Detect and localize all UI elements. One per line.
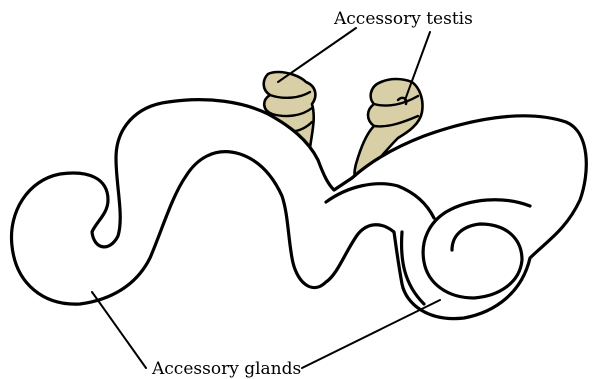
glands-leader-left (92, 292, 146, 368)
accessory-glands-label: Accessory glands (151, 359, 301, 379)
accessory-testis-label: Accessory testis (333, 9, 473, 29)
testis-leader-left (278, 28, 356, 82)
glands-leader-right (302, 300, 440, 368)
